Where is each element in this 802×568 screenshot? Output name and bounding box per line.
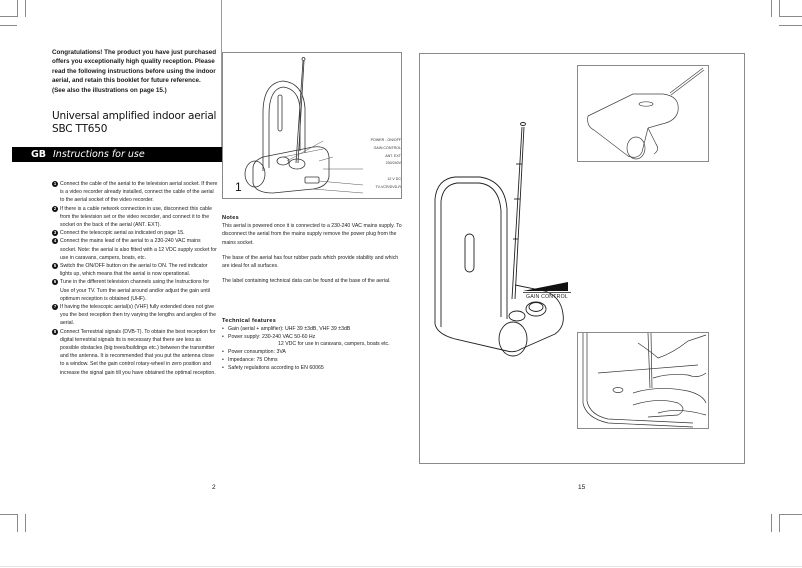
crop-mark [25,0,26,17]
gain-wedge-icon [523,282,568,291]
product-title-line1: Universal amplified indoor aerial [52,110,217,122]
callout-tv-vcr: TV-VCR/DVD-R [375,184,401,189]
product-title: Universal amplified indoor aerial SBC TT… [52,110,216,135]
step-number-badge: 1 [52,181,58,187]
product-title-line2: SBC TT650 [52,122,108,135]
step-text: Connect the cable of the aerial to the t… [60,181,218,204]
callout-plug [323,168,401,176]
figure-1-aerial-connections: POWER - ON/OFF GAIN CONTROL ANT. EXT 230… [222,52,402,199]
notes-paragraph: The label containing technical data can … [222,278,391,285]
inset-aerial-folded [577,65,709,162]
step-number-badge: 8 [52,328,58,335]
step-text: If there is a cable network connection i… [60,205,212,229]
notes-paragraph: The base of the aerial has four rubber p… [222,254,399,270]
tech-item: Safety regulations according to EN 60065 [222,365,407,373]
section-banner: GB Instructions for use [12,147,222,162]
figure-number: 1 [235,180,242,194]
column-divider [221,0,222,162]
crop-mark [779,514,802,515]
crop-mark [771,0,772,17]
gain-pointer-line [523,292,571,293]
page-number-left: 2 [212,484,216,491]
crop-mark [0,16,17,17]
crop-mark [779,16,802,17]
technical-heading: Technical features [222,318,277,324]
step-text: Connect the telescopic aerial as indicat… [60,230,185,237]
step-text: Connect Terrestrial signals (DVB-T). To … [60,328,216,376]
page-edge [0,566,802,567]
crop-mark [779,514,780,532]
callout-12vdc: 12 V DC [387,176,401,181]
crop-mark [779,25,802,26]
callout-230v: 230/240V [385,161,401,166]
language-code: GB [31,149,47,160]
step-number-badge: 5 [52,263,58,270]
gain-control-label: GAIN CONTROL [526,294,568,300]
step-number-badge: 2 [52,205,58,212]
tech-item: Impedance: 75 Ohms [222,357,407,365]
step-number-badge: 6 [52,279,58,286]
step-number-badge: 3 [52,230,58,237]
crop-mark [17,514,18,532]
section-title: Instructions for use [53,149,145,160]
step-text: Connect the mains lead of the aerial to … [60,238,217,261]
intro-text: The product you have just purchased offe… [52,49,217,85]
intro-lead: Congratulations! [52,49,103,56]
tech-item: Gain (aerial + amplifier): UHF 39 ±3dB, … [222,326,407,334]
callout-ant-ext: ANT. EXT [385,153,401,158]
callout-gain-control: GAIN CONTROL [373,145,401,150]
notes-paragraph: This aerial is powered once it is connec… [222,223,402,246]
crop-mark [771,514,772,532]
hand-adjusting-gain-illustration-icon [582,333,707,428]
step-number-badge: 7 [52,304,58,311]
crop-mark [25,514,26,532]
aerial-folded-illustration-icon [587,67,705,160]
step-text: If having the telescopic aerial(s) (VHF)… [60,304,217,327]
crop-mark [0,25,17,26]
tech-item-continuation: 12 VDC for use in caravans, campers, boa… [278,341,390,348]
intro-paragraph: Congratulations! The product you have ju… [52,48,222,95]
page-number-right: 15 [578,484,586,491]
crop-mark [779,0,780,17]
figure-frame-right: GAIN CONTROL [419,53,745,464]
figure-1-callouts: POWER - ON/OFF GAIN CONTROL ANT. EXT 230… [323,137,401,192]
technical-features: Technical features Gain (aerial + amplif… [222,318,407,373]
aerial-main-illustration-icon [434,122,564,357]
tech-item: Power consumption: 3VA [222,349,407,357]
aerial-illustration-icon [244,57,364,194]
crop-mark [17,0,18,17]
notes-section: Notes This aerial is powered once it is … [222,214,402,292]
step-number-badge: 4 [52,238,58,245]
intro-see-also: (See also the illustrations on page 15.) [52,86,167,94]
step-text: Switch the ON/OFF button on the aerial t… [60,263,208,278]
step-text: Tune in the different television channel… [60,279,210,302]
crop-mark [0,514,17,515]
notes-heading: Notes [222,215,240,221]
callout-power: POWER - ON/OFF [370,138,401,142]
inset-gain-adjust [577,332,709,429]
